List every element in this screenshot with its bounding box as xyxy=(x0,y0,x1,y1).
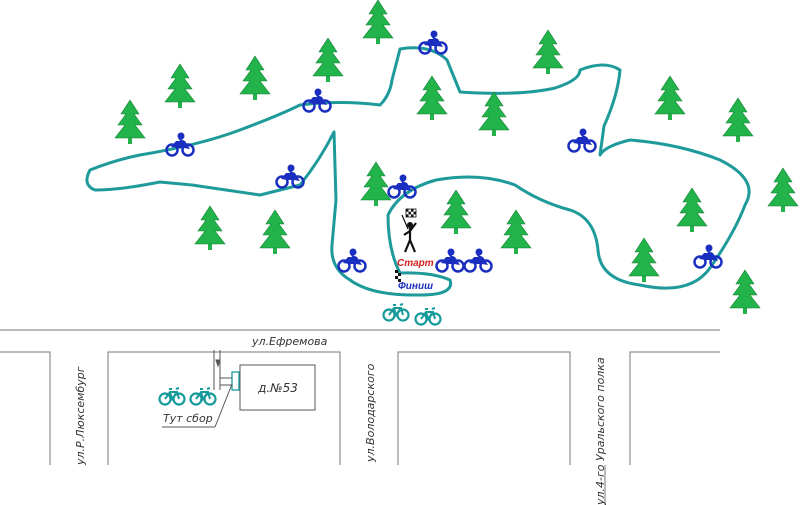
fir-tree-icon xyxy=(478,91,510,137)
bicycle-icon xyxy=(382,302,410,322)
race-track xyxy=(85,46,751,297)
fir-tree-icon xyxy=(360,161,392,207)
street-label-volodarskogo: ул.Володарского xyxy=(364,363,377,463)
fir-tree-icon xyxy=(114,99,146,145)
fir-tree-icon xyxy=(312,37,344,83)
block-2 xyxy=(107,351,341,465)
fir-tree-icon xyxy=(194,205,226,251)
bicycle-icon xyxy=(414,306,442,326)
motorcycle-icon xyxy=(435,247,465,273)
fir-tree-icon xyxy=(362,0,394,45)
fir-tree-icon xyxy=(440,189,472,235)
flag-marshal-icon xyxy=(401,208,417,253)
meeting-point-leader xyxy=(214,383,233,428)
entrance-marker xyxy=(213,350,240,391)
motorcycle-icon xyxy=(463,247,493,273)
motorcycle-icon xyxy=(567,127,597,153)
fir-tree-icon xyxy=(500,209,532,255)
motorcycle-icon xyxy=(337,247,367,273)
checkered-flag-icon xyxy=(405,208,417,218)
fir-tree-icon xyxy=(416,75,448,121)
meeting-point-label: Тут сбор xyxy=(163,412,213,425)
building-53 xyxy=(239,364,316,411)
street-grid xyxy=(0,329,720,505)
fir-tree-icon xyxy=(722,97,754,143)
block-3 xyxy=(397,351,571,465)
finish-label: Финиш xyxy=(398,281,433,292)
motorcycle-icon xyxy=(302,87,332,113)
fir-tree-icon xyxy=(532,29,564,75)
building-label: д.№53 xyxy=(257,381,298,395)
bicycle-icon xyxy=(189,386,217,406)
motorcycle-icon xyxy=(387,173,417,199)
start-label: Старт xyxy=(397,258,434,269)
fir-tree-icon xyxy=(767,167,799,213)
fir-tree-icon xyxy=(729,269,761,315)
fir-tree-icon xyxy=(654,75,686,121)
bicycle-icon xyxy=(158,386,186,406)
fir-tree-icon xyxy=(628,237,660,283)
motorcycle-icon xyxy=(693,243,723,269)
motorcycle-icon xyxy=(165,131,195,157)
street-label-uralskogo-polka: ул.4-го Уральского полка xyxy=(594,357,607,505)
checkered-flag-icon xyxy=(395,270,401,282)
street-label-luxemburg: ул.Р.Люксембург xyxy=(74,366,87,466)
block-1 xyxy=(0,351,51,465)
block-4 xyxy=(629,351,720,465)
fir-tree-icon xyxy=(164,63,196,109)
fir-tree-icon xyxy=(239,55,271,101)
fir-tree-icon xyxy=(259,209,291,255)
street-label-efremova: ул.Ефремова xyxy=(251,335,328,348)
fir-tree-icon xyxy=(676,187,708,233)
